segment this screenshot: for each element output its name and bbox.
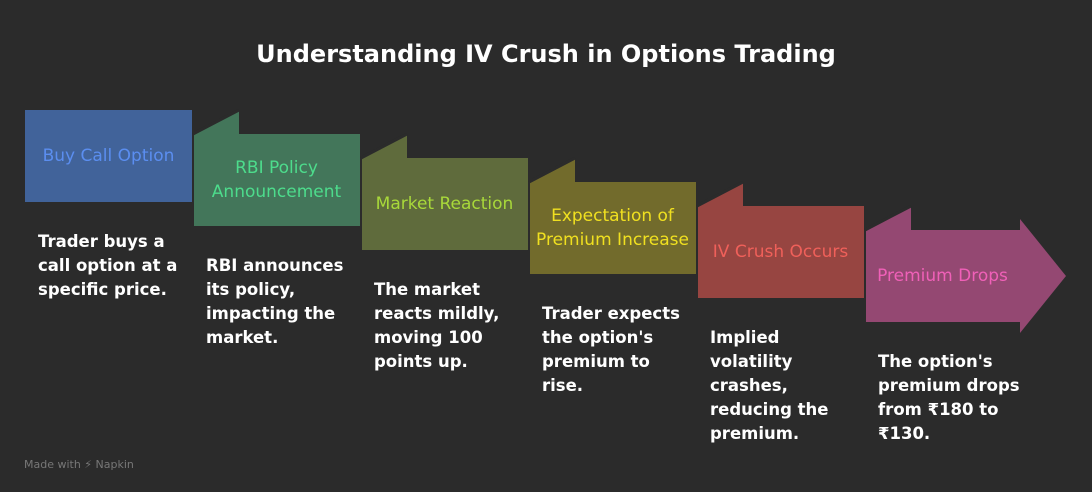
step-label: RBI Policy Announcement	[211, 158, 342, 202]
step-box-2	[193, 134, 360, 226]
step-label: Premium Drops	[877, 266, 1008, 286]
step-fold-edge	[696, 180, 744, 208]
diagram-title: Understanding IV Crush in Options Tradin…	[256, 40, 836, 68]
step-description: RBI announces its policy, impacting the …	[206, 256, 344, 347]
step-label: Market Reaction	[375, 194, 514, 214]
step-description: Trader expects the option's premium to r…	[542, 304, 680, 395]
made-with-napkin-footer: Made with ⚡ Napkin	[24, 458, 134, 471]
step-fold-edge	[864, 204, 912, 232]
step-description: Trader buys a call option at a specific …	[38, 232, 178, 299]
step-label: Buy Call Option	[42, 146, 175, 166]
step-label: Expectation of Premium Increase	[536, 206, 689, 250]
step-box-3	[361, 158, 528, 250]
step-label: IV Crush Occurs	[712, 242, 849, 262]
step-description: Implied volatility crashes, reducing the…	[710, 328, 829, 443]
step-box-5	[697, 206, 864, 298]
step-description: The option's premium drops from ₹180 to …	[878, 352, 1020, 443]
step-box-4	[529, 182, 696, 274]
step-fold-edge	[360, 132, 408, 160]
step-box-1	[25, 110, 192, 202]
step-fold-edge	[192, 108, 240, 136]
step-fold-edge	[528, 156, 576, 184]
step-box-6	[865, 219, 1066, 333]
step-description: The market reacts mildly, moving 100 poi…	[374, 280, 500, 371]
